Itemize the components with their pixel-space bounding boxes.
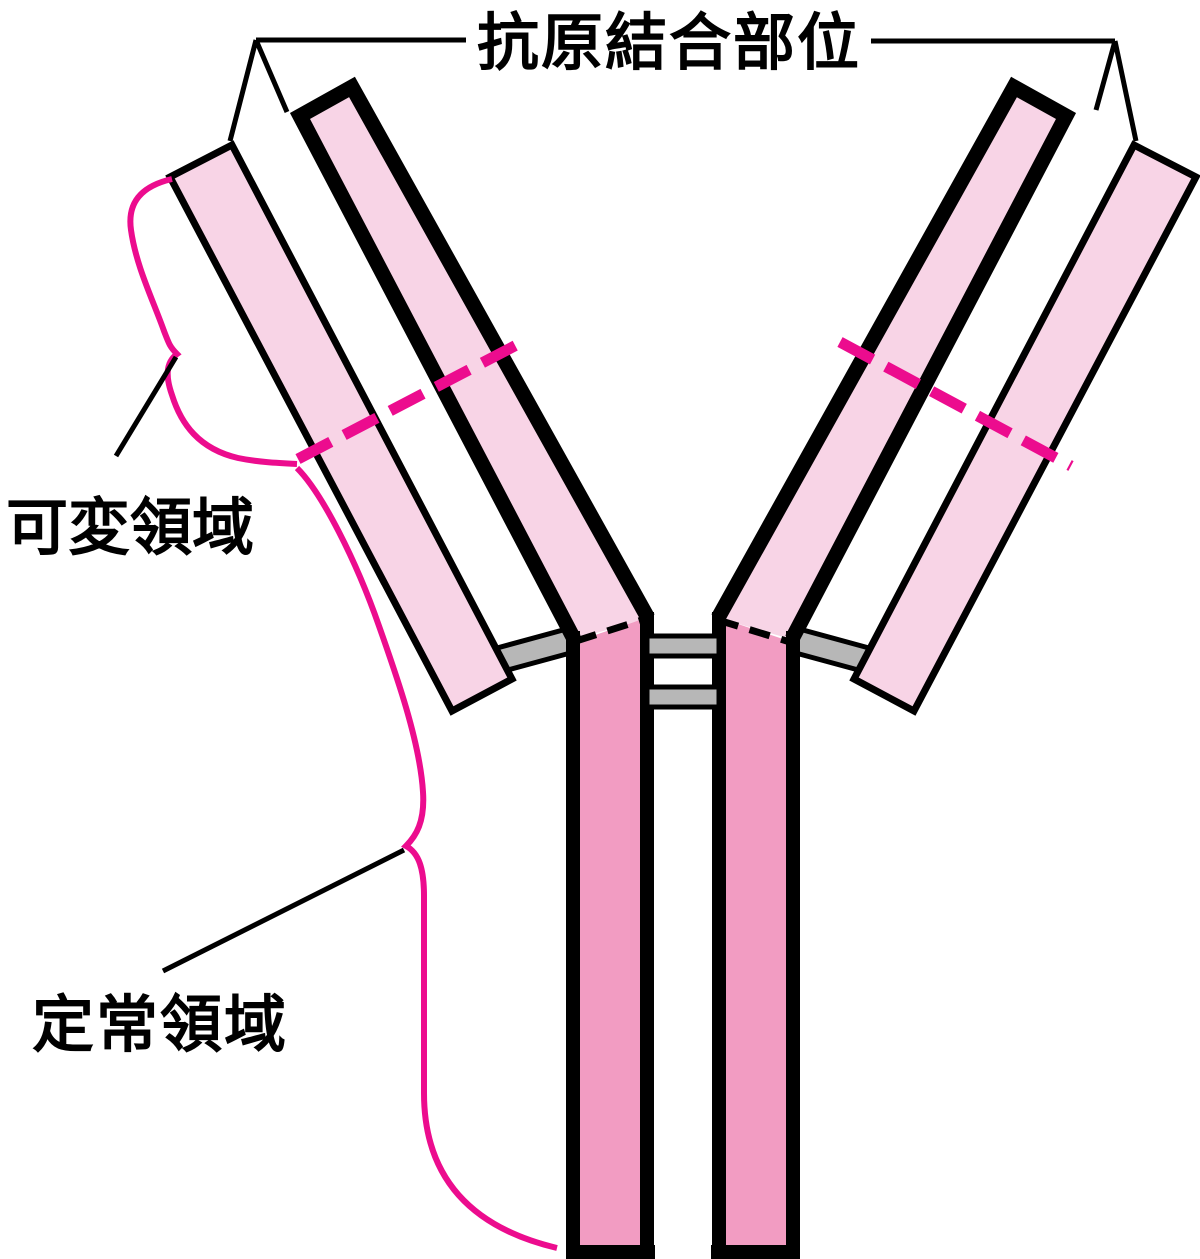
disulfide-bond-left: [493, 623, 577, 675]
antigen-binding-pointer-right: [871, 38, 1139, 142]
heavy-chain-stem-right: [726, 620, 786, 1246]
hinge-disulfide-bond-2: [644, 684, 722, 710]
variable-region-brace: [127, 176, 298, 467]
variable-constant-boundary-right: [837, 337, 1074, 471]
disulfide-bond-right: [789, 623, 873, 675]
heavy-chain-arm-right: [718, 87, 1066, 640]
antigen-binding-pointer-left: [227, 37, 466, 142]
hinge-disulfide-bond-1: [644, 633, 722, 659]
light-chain-left: [165, 140, 517, 716]
constant-region-pointer-line: [161, 847, 406, 974]
heavy-chain-arm-left: [300, 87, 648, 640]
constant-region-label: 定常領域: [32, 991, 288, 1060]
constant-region-brace: [294, 465, 558, 1251]
heavy-chain-stem-right-outline: [711, 612, 800, 1259]
heavy-chain-stem-left-outline: [566, 612, 655, 1259]
variable-region-pointer-line: [113, 355, 179, 458]
heavy-chain-stem-left: [580, 620, 640, 1246]
variable-constant-boundary-left: [295, 334, 531, 464]
light-chain-right: [849, 140, 1200, 716]
stem-boundary-dash-right: [716, 616, 792, 646]
variable-region-label: 可変領域: [6, 494, 254, 563]
stem-boundary-dash-left: [574, 614, 650, 645]
antigen-binding-site-label: 抗原結合部位: [477, 9, 861, 78]
